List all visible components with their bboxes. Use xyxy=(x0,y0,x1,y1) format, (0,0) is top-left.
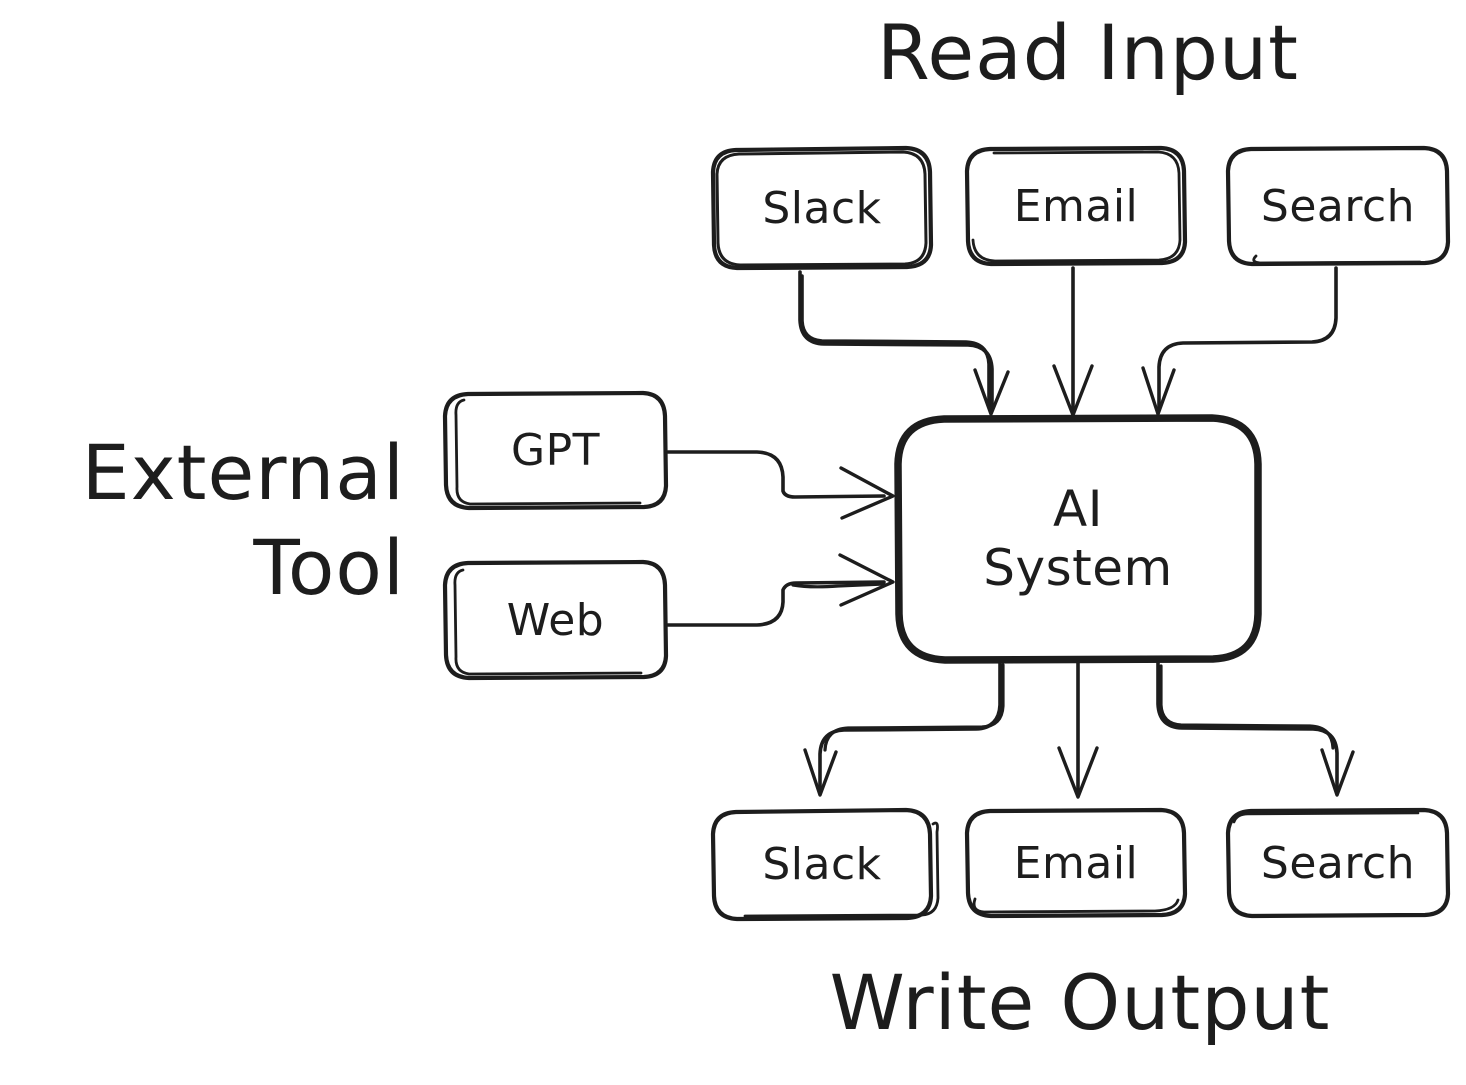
input-node-slack-shape[interactable] xyxy=(710,145,934,271)
arrow-gpt-to-ai xyxy=(666,450,895,520)
arrow-ai-to-email xyxy=(1057,661,1099,799)
arrow-ai-to-slack xyxy=(803,661,1005,797)
output-node-slack-shape[interactable] xyxy=(710,807,940,922)
output-node-email-shape[interactable] xyxy=(964,807,1188,919)
tool-node-gpt-shape[interactable] xyxy=(442,390,669,511)
arrow-email-to-ai xyxy=(1052,266,1094,417)
section-title-read-input: Read Input xyxy=(877,8,1299,97)
section-title-write-output: Write Output xyxy=(829,958,1331,1047)
input-node-email-shape[interactable] xyxy=(964,145,1188,267)
arrow-web-to-ai xyxy=(666,553,895,627)
tool-node-web-shape[interactable] xyxy=(442,559,669,681)
arrow-slack-to-ai xyxy=(798,270,1010,416)
output-node-search-shape[interactable] xyxy=(1225,807,1451,919)
section-title-external-tool: External Tool xyxy=(81,428,405,612)
arrow-search-to-ai xyxy=(1141,266,1338,416)
input-node-search-shape[interactable] xyxy=(1225,145,1451,267)
arrow-ai-to-search xyxy=(1156,661,1355,797)
center-node-ai-system-shape[interactable] xyxy=(894,414,1262,664)
